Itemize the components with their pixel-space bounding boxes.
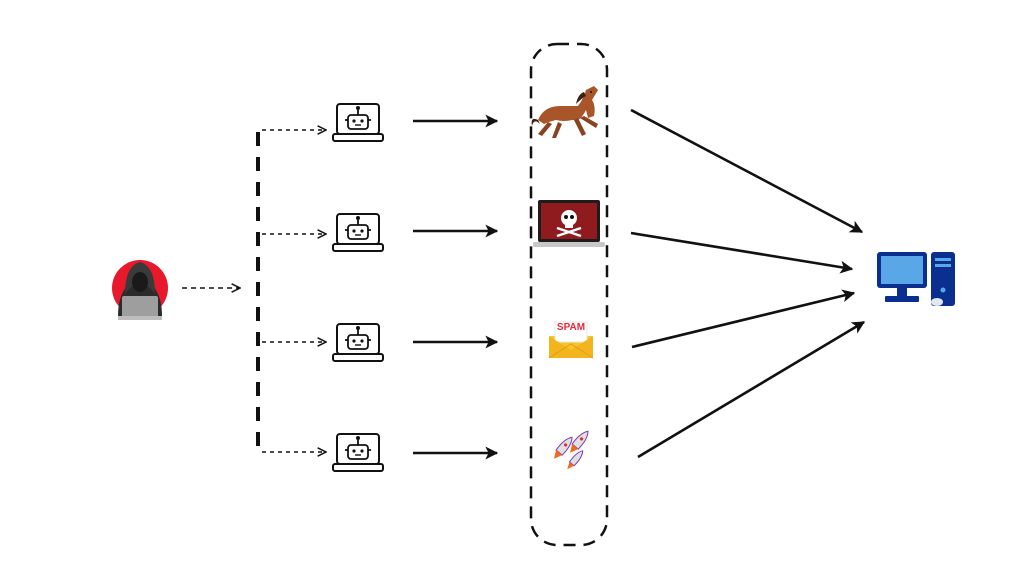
- spam-envelope-icon: SPAM: [548, 321, 594, 359]
- attack-arrow-2: [630, 231, 854, 274]
- desktop-computer-icon: [877, 252, 955, 306]
- spam-label: SPAM: [557, 322, 585, 333]
- bot-branches: [262, 130, 326, 452]
- bot-to-payload-arrows: [413, 114, 499, 460]
- hacker-icon: [112, 260, 168, 320]
- skull-laptop-icon: [533, 200, 605, 247]
- robot-laptop-icon: [332, 213, 384, 252]
- trojan-horse-icon: [531, 86, 598, 138]
- robot-laptop-icon: [332, 103, 384, 142]
- robot-laptop-icon: [332, 433, 384, 472]
- attack-arrow-1: [630, 108, 864, 234]
- attack-arrow-3: [631, 289, 856, 349]
- rockets-icon: [554, 430, 589, 470]
- robot-laptop-icon: [332, 323, 384, 362]
- attack-arrow-4: [637, 320, 866, 459]
- payload-column: [529, 42, 609, 547]
- payload-to-target-arrows: [630, 108, 866, 459]
